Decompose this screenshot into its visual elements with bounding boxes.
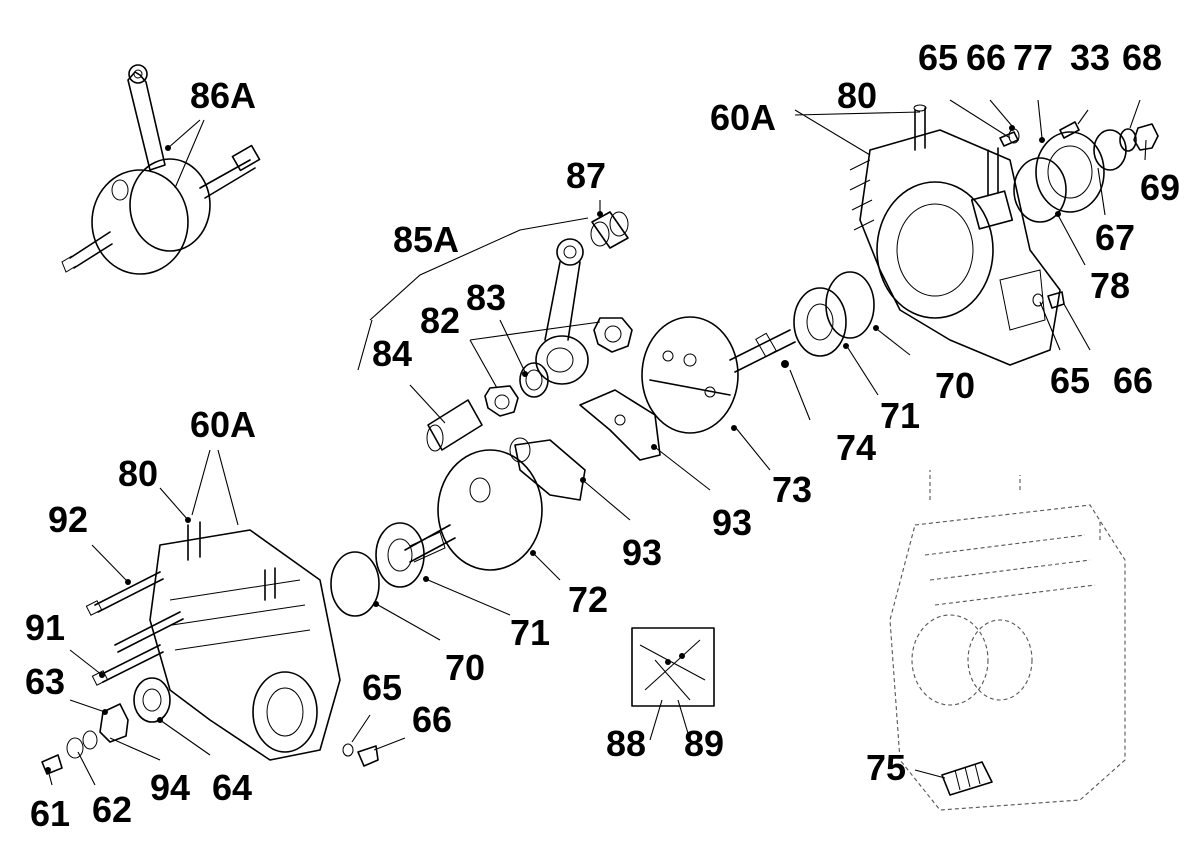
callout-94: 94 [150, 767, 190, 808]
callout-70-left: 70 [445, 647, 485, 688]
callout-33: 33 [1070, 37, 1110, 78]
callout-66-mid: 66 [1113, 360, 1153, 401]
callout-89: 89 [684, 723, 724, 764]
crankcase-plate [509, 389, 661, 501]
callout-87: 87 [566, 155, 606, 196]
callout-65-bottom: 65 [362, 667, 402, 708]
callout-73: 73 [772, 469, 812, 510]
callout-77: 77 [1013, 37, 1053, 78]
callout-71-right: 71 [880, 395, 920, 436]
callout-60a-left: 60A [190, 404, 256, 445]
drain-plug-parts [342, 743, 379, 767]
callout-61: 61 [30, 793, 70, 834]
callout-85a: 85A [393, 219, 459, 260]
callout-93-a: 93 [712, 502, 752, 543]
callout-84: 84 [372, 333, 412, 374]
callout-80-left: 80 [118, 453, 158, 494]
callout-75: 75 [866, 747, 906, 788]
crankshaft-assembly [61, 64, 261, 275]
bleed-plug [941, 761, 993, 796]
callout-88: 88 [606, 723, 646, 764]
callout-93-b: 93 [622, 532, 662, 573]
seal-cover [1013, 131, 1105, 223]
callout-63: 63 [25, 661, 65, 702]
connecting-rod [535, 238, 589, 385]
crankcase-left [149, 521, 341, 761]
callout-65-mid: 65 [1050, 360, 1090, 401]
callout-78: 78 [1090, 265, 1130, 306]
callout-66-bottom: 66 [412, 699, 452, 740]
callout-82: 82 [420, 300, 460, 341]
crankcase-right [849, 104, 1061, 366]
callout-70-right: 70 [935, 365, 975, 406]
callout-66-top: 66 [966, 37, 1006, 78]
shaft-key [781, 360, 789, 368]
callout-72: 72 [568, 579, 608, 620]
leader-lines [47, 99, 1147, 786]
bearing-left [330, 522, 425, 617]
callout-71-left: 71 [510, 612, 550, 653]
detail-inset [631, 627, 715, 707]
callout-91: 91 [25, 607, 65, 648]
big-end-bearing [519, 362, 549, 398]
callout-labels: 86A 87 85A 83 82 84 60A 80 65 66 77 33 6… [25, 37, 1180, 834]
callout-67: 67 [1095, 217, 1135, 258]
long-bolts [85, 571, 184, 686]
callout-92: 92 [48, 499, 88, 540]
callout-64: 64 [212, 767, 252, 808]
callout-83: 83 [466, 277, 506, 318]
callout-65-top: 65 [918, 37, 958, 78]
callout-86a: 86A [190, 75, 256, 116]
crank-pin [426, 399, 483, 452]
thrust-washers [484, 317, 633, 417]
anchor-dots [45, 125, 1061, 773]
callout-80-right: 80 [837, 75, 877, 116]
callout-60a-right: 60A [710, 97, 776, 138]
small-end-bearing [590, 211, 629, 249]
cylinder-ghost [889, 470, 1126, 811]
callout-68: 68 [1122, 37, 1162, 78]
bearing-right [793, 271, 875, 357]
callout-62: 62 [92, 789, 132, 830]
callout-69: 69 [1140, 167, 1180, 208]
callout-74: 74 [836, 427, 876, 468]
crank-half-left [404, 449, 543, 571]
crank-half-right [641, 316, 796, 434]
